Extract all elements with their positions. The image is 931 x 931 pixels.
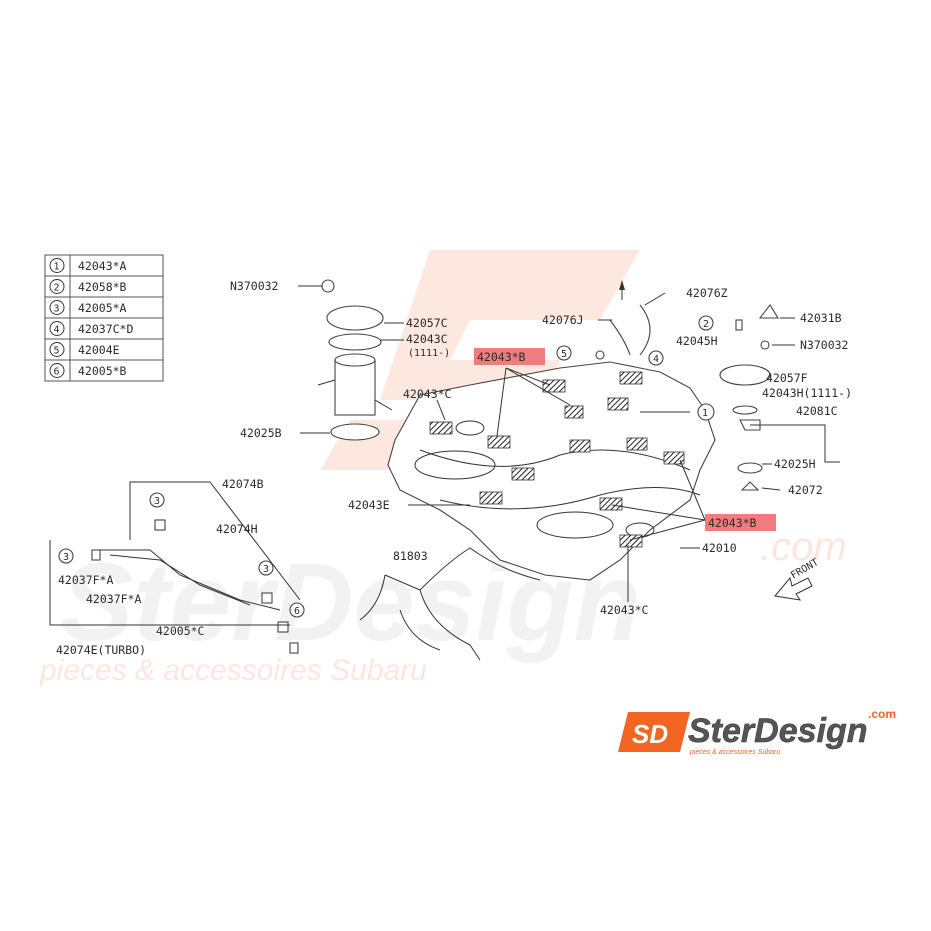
- legend-number-circle: [49, 363, 65, 378]
- label-42005c: 42005*C: [156, 624, 205, 638]
- label-42043c-top: 42043C: [406, 332, 448, 346]
- legend-code: 42004E: [78, 343, 120, 357]
- pad: [487, 435, 511, 449]
- wire-harness: [359, 547, 541, 661]
- pad: [599, 497, 623, 511]
- label-42031b: 42031B: [800, 311, 842, 325]
- legend-number: 3: [54, 304, 60, 315]
- pad: [429, 421, 453, 435]
- legend-number-circle: [49, 321, 65, 336]
- watermark-tagline: pieces & accessoires Subaru: [39, 654, 427, 687]
- callout-4: 4: [653, 354, 659, 365]
- pad: [626, 437, 648, 451]
- label-1111-left: (1111-): [408, 348, 450, 359]
- label-42057f: 42057F: [766, 371, 808, 385]
- logo-dotcom: .com: [868, 707, 896, 721]
- label-42043c-left: 42043*C: [403, 387, 452, 401]
- legend-number: 2: [54, 283, 60, 294]
- label-42043c-bottom: 42043*C: [600, 603, 649, 617]
- pad: [542, 379, 566, 393]
- legend-number-circle: [49, 279, 65, 294]
- pad: [479, 491, 503, 505]
- label-42081c: 42081C: [796, 404, 838, 418]
- callout-2: 2: [703, 319, 709, 330]
- callout-5: 5: [561, 349, 567, 360]
- fuel-tank: [387, 361, 716, 581]
- pad: [511, 467, 535, 481]
- label-42037f-a-2: 42037F*A: [86, 592, 141, 606]
- legend-code: 42005*A: [78, 301, 127, 315]
- pad: [619, 371, 643, 385]
- logo-tagline: pièces & accessoires Subaru: [689, 749, 780, 756]
- legend-number: 4: [54, 325, 60, 336]
- label-42010: 42010: [702, 541, 737, 555]
- right-components: [719, 304, 779, 491]
- highlight-box-bottom: [705, 514, 776, 531]
- fuel-pump-module: [317, 279, 393, 441]
- fuel-lines: [49, 481, 301, 654]
- logo-mark-text: SD: [632, 719, 668, 749]
- label-81803: 81803: [393, 549, 428, 563]
- logo-brand: SterDesign: [688, 712, 868, 750]
- sterdesign-logo: SD SterDesign .com pièces & accessoires …: [618, 707, 896, 756]
- pad: [564, 405, 584, 419]
- label-42043b-bottom: 42043*B: [708, 516, 757, 530]
- pad: [569, 439, 591, 453]
- label-42037f-a-1: 42037F*A: [58, 573, 113, 587]
- callout-3c: 3: [263, 564, 269, 575]
- highlight-box-top: [474, 348, 545, 365]
- label-42074h: 42074H: [216, 522, 258, 536]
- label-42076z: 42076Z: [686, 286, 728, 300]
- legend-code: 42037C*D: [78, 322, 133, 336]
- logo-mark: [618, 712, 690, 752]
- label-42057c: 42057C: [406, 316, 448, 330]
- callout-3b: 3: [63, 552, 69, 563]
- leader-lines: [298, 285, 840, 602]
- label-42076j: 42076J: [542, 313, 584, 327]
- legend-code: 42043*A: [78, 259, 127, 273]
- label-n370032-right: N370032: [800, 338, 848, 352]
- label-42074e: 42074E(TURBO): [56, 643, 146, 657]
- callout-1: 1: [702, 408, 708, 419]
- callouts: [58, 315, 715, 618]
- legend-number-circle: [49, 300, 65, 315]
- callout-3a: 3: [154, 496, 160, 507]
- pad: [607, 397, 629, 411]
- legend-number-circle: [49, 342, 65, 357]
- label-42074b: 42074B: [222, 477, 264, 491]
- label-42043b-top: 42043*B: [477, 350, 526, 364]
- label-n370032-left: N370032: [230, 279, 278, 293]
- filler-hoses: [595, 280, 651, 360]
- label-42045h: 42045H: [676, 334, 718, 348]
- legend-number-circle: [49, 258, 65, 273]
- legend-code: 42058*B: [78, 280, 127, 294]
- pad: [663, 451, 685, 465]
- pad: [619, 534, 643, 548]
- front-arrow-icon: [774, 576, 813, 601]
- watermark-dotcom: .com: [760, 525, 847, 569]
- legend-code: 42005*B: [78, 364, 127, 378]
- label-42025h: 42025H: [774, 457, 816, 471]
- label-42025b: 42025B: [240, 426, 282, 440]
- label-42072: 42072: [788, 483, 823, 497]
- label-42043h: 42043H(1111-): [762, 386, 852, 400]
- callout-6: 6: [294, 606, 300, 617]
- legend-number: 5: [54, 346, 60, 357]
- legend-number: 1: [54, 262, 60, 273]
- legend-number: 6: [54, 367, 60, 378]
- label-42043e: 42043E: [348, 498, 390, 512]
- legend-table: 1 42043*A 2 42058*B 3 42005*A 4 42037C*D 5 42004E…: [44, 254, 164, 382]
